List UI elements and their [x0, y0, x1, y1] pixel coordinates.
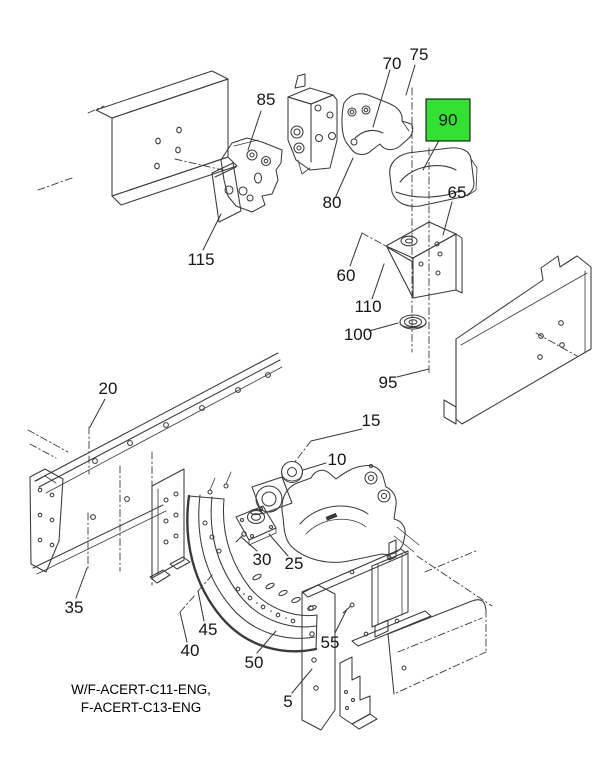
callout-60[interactable]: 60 [336, 266, 356, 285]
callout-10[interactable]: 10 [327, 450, 347, 469]
callout-90[interactable]: 90 [425, 98, 471, 142]
support-bracket [385, 221, 463, 299]
centerlines [87, 87, 430, 613]
mount-bracket-front-half [287, 73, 338, 175]
callout-25[interactable]: 25 [284, 554, 304, 573]
callout-65[interactable]: 65 [447, 183, 467, 202]
callout-40[interactable]: 40 [180, 641, 200, 660]
callout-100[interactable]: 100 [343, 325, 373, 344]
mount-bracket-rear-half [341, 93, 414, 156]
callout-20[interactable]: 20 [98, 379, 118, 398]
callout-110[interactable]: 110 [354, 297, 382, 316]
callout-30[interactable]: 30 [252, 550, 272, 569]
insulator-lower-half [389, 147, 478, 207]
callout-95[interactable]: 95 [378, 373, 398, 392]
callout-50[interactable]: 50 [244, 653, 264, 672]
curved-crossmember [186, 471, 318, 653]
upper-left-channel-bracket [37, 70, 238, 206]
upper-right-channel-bracket [443, 255, 592, 425]
washer [399, 314, 427, 330]
callout-85[interactable]: 85 [256, 90, 276, 109]
callout-55[interactable]: 55 [320, 633, 340, 652]
callout-15[interactable]: 15 [361, 411, 381, 430]
backing-plate [211, 162, 242, 223]
leader-lines [75, 64, 453, 694]
left-frame-rail [27, 352, 283, 586]
callout-45[interactable]: 45 [198, 620, 218, 639]
crossmember-gusset-bracket [149, 468, 191, 584]
lower-right-rail-assembly [301, 539, 493, 731]
engine-applicability-note: W/F-ACERT-C11-ENG, F-ACERT-C13-ENG [48, 681, 234, 716]
footnote-line-2: F-ACERT-C13-ENG [80, 699, 202, 715]
callout-115[interactable]: 115 [187, 250, 215, 269]
front-mount-casting [220, 137, 283, 213]
callout-70[interactable]: 70 [382, 54, 402, 73]
engine-support-casting [251, 460, 420, 563]
callout-5[interactable]: 5 [283, 692, 293, 711]
footnote-line-1: W/F-ACERT-C11-ENG, [71, 682, 211, 697]
callout-75[interactable]: 75 [409, 45, 429, 64]
callout-80[interactable]: 80 [322, 193, 342, 212]
callout-35[interactable]: 35 [64, 598, 84, 617]
